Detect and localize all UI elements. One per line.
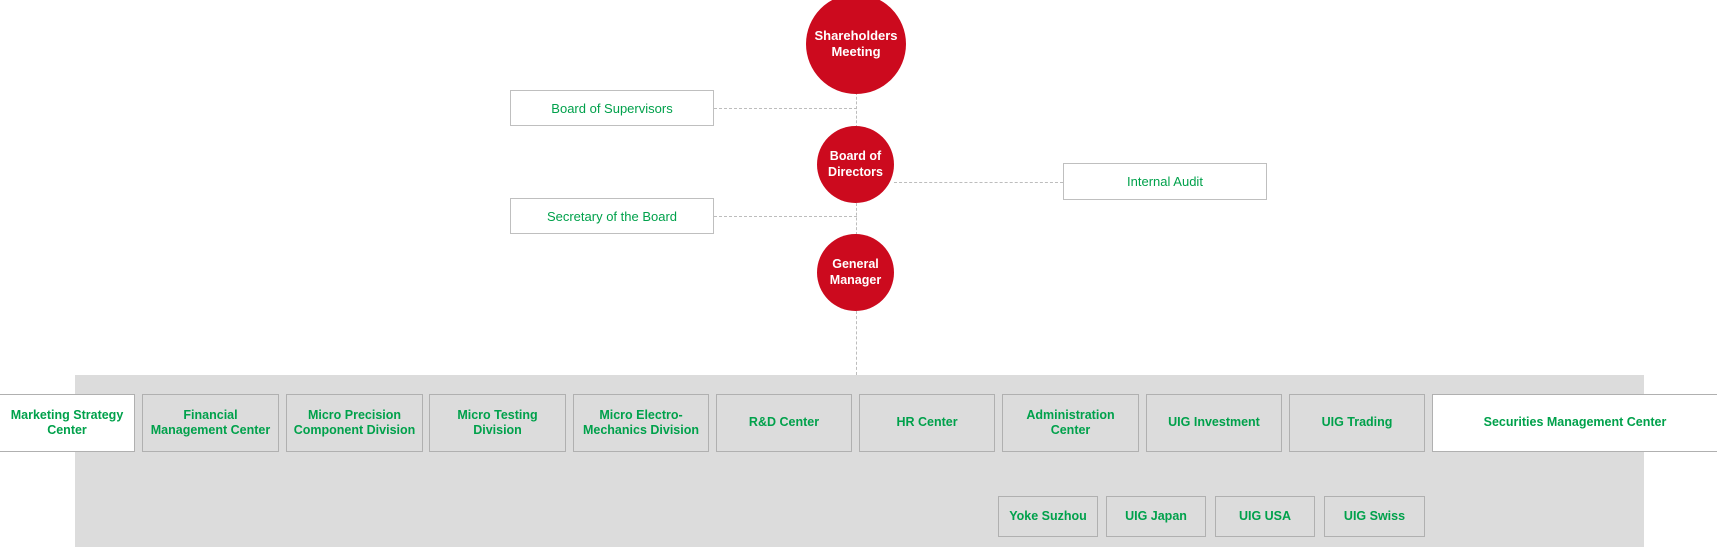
node-hr-center[interactable]: HR Center [859,394,995,452]
node-uig-investment[interactable]: UIG Investment [1146,394,1282,452]
node-uig-usa[interactable]: UIG USA [1215,496,1315,537]
node-uig-japan[interactable]: UIG Japan [1106,496,1206,537]
node-micro-electro-mechanics-division[interactable]: Micro Electro-Mechanics Division [573,394,709,452]
connector-directors-to-internal-audit [894,182,1063,183]
node-marketing-strategy-center[interactable]: Marketing Strategy Center [0,394,135,452]
connector-secretary-to-trunk [714,216,857,217]
node-rd-center[interactable]: R&D Center [716,394,852,452]
node-securities-management-center[interactable]: Securities Management Center [1432,394,1717,452]
connector-directors-to-manager [856,203,857,235]
node-uig-swiss[interactable]: UIG Swiss [1324,496,1425,537]
connector-manager-to-divisions [856,311,857,375]
node-internal-audit[interactable]: Internal Audit [1063,163,1267,200]
connector-supervisors-to-trunk [714,108,857,109]
node-financial-management-center[interactable]: Financial Management Center [142,394,279,452]
node-board-of-supervisors[interactable]: Board of Supervisors [510,90,714,126]
connector-shareholders-to-directors [856,92,857,128]
node-micro-testing-division[interactable]: Micro Testing Division [429,394,566,452]
node-uig-trading[interactable]: UIG Trading [1289,394,1425,452]
node-shareholders-meeting[interactable]: Shareholders Meeting [806,0,906,94]
node-board-of-directors[interactable]: Board of Directors [817,126,894,203]
node-yoke-suzhou[interactable]: Yoke Suzhou [998,496,1098,537]
node-micro-precision-component-division[interactable]: Micro Precision Component Division [286,394,423,452]
node-administration-center[interactable]: Administration Center [1002,394,1139,452]
node-secretary-of-the-board[interactable]: Secretary of the Board [510,198,714,234]
node-general-manager[interactable]: General Manager [817,234,894,311]
